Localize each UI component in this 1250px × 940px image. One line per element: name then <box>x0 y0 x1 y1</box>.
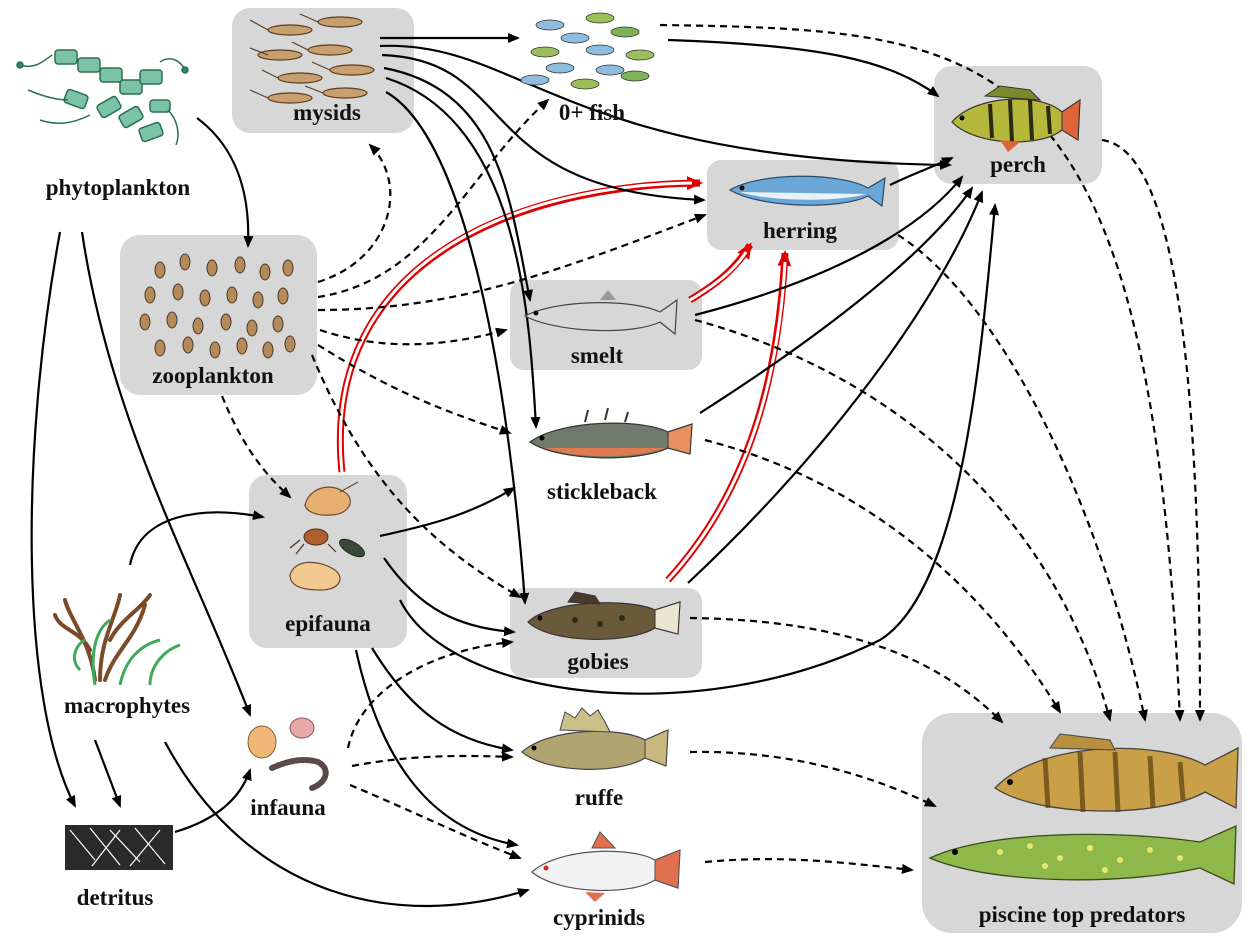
cyprinid-icon <box>531 831 681 902</box>
arrow-phyto-zoo <box>196 117 254 248</box>
arrow-macrophytes-detritus <box>93 739 122 808</box>
label-zooplankton: zooplankton <box>152 363 274 388</box>
perch-icon <box>951 85 1081 152</box>
arrow-infauna-ruffe <box>351 751 514 768</box>
arrow-gobies-perch <box>687 190 984 584</box>
arrow-zoo-stickleback <box>317 344 512 435</box>
label-perch: perch <box>990 152 1046 177</box>
arrow-mysids-smelt <box>383 66 533 302</box>
label-0fish: 0+ fish <box>559 100 625 125</box>
arrow-epifauna-stickleback <box>379 486 516 538</box>
detritus-icon <box>65 825 173 870</box>
arrow-0fish-perch <box>667 38 940 98</box>
smelt-icon <box>523 290 678 336</box>
goby-icon <box>527 591 681 640</box>
arrow-herring-predators <box>897 234 1148 722</box>
zooplankton-icon <box>139 253 296 359</box>
arrow-macrophytes-epifauna <box>128 510 265 566</box>
arrow-herring-perch <box>889 156 954 186</box>
arrow-zoo-herring <box>317 213 707 312</box>
ruffe-icon <box>521 707 669 770</box>
label-predators: piscine top predators <box>979 902 1186 927</box>
arrow-zoo-gobies <box>310 354 522 598</box>
label-detritus: detritus <box>77 885 154 910</box>
arrow-zoo-epifauna <box>220 395 292 499</box>
label-infauna: infauna <box>250 795 326 820</box>
arrow-epifauna-perch <box>399 203 1000 695</box>
solid-arrows <box>30 33 1000 908</box>
snail-icon <box>289 481 365 591</box>
stickleback-icon <box>528 407 693 459</box>
seaweed-icon <box>53 593 181 686</box>
label-herring: herring <box>763 218 838 243</box>
label-gobies: gobies <box>567 649 628 674</box>
arrow-stickleback-perch <box>699 186 974 414</box>
pike-zander-icon <box>928 733 1239 886</box>
arrow-epifauna-gobies <box>383 557 516 637</box>
label-stickleback: stickleback <box>547 479 657 504</box>
arrow-zoo-smelt <box>319 327 508 346</box>
herring-icon <box>728 175 886 208</box>
arrow-stickleback-predators <box>704 438 1062 714</box>
label-smelt: smelt <box>571 343 624 368</box>
arrow-zoo-0fish <box>317 98 550 299</box>
highlight-arrows <box>336 176 792 583</box>
arrow-infauna-gobies <box>346 637 514 749</box>
arrow-smelt-perch <box>694 175 964 317</box>
arrow-detritus-infauna <box>174 768 252 834</box>
arrow-phyto-infauna <box>80 231 252 717</box>
epifauna-box <box>249 475 407 648</box>
arrow-infauna-cyprinids <box>349 783 522 860</box>
arrow-gobies-predators <box>689 616 1004 724</box>
arrow-phyto-detritus <box>30 231 76 808</box>
juvenile-fish-icon <box>520 12 655 90</box>
arrow-smelt-predators <box>694 318 1113 722</box>
label-phytoplankton: phytoplankton <box>46 175 191 200</box>
arrow-macrophytes-cyprinids <box>164 741 530 908</box>
label-ruffe: ruffe <box>575 785 624 810</box>
mysid-icon <box>249 13 375 104</box>
arrow-zoo-mysids <box>317 143 392 284</box>
arrow-perch-predators <box>1101 138 1205 722</box>
arrow-smelt-herring <box>688 242 754 304</box>
arrow-ruffe-predators <box>689 750 937 807</box>
arrow-epifauna-cyprinids <box>354 649 519 849</box>
arrow-mysids-perch <box>379 44 952 170</box>
arrow-mysids-herring <box>381 53 706 205</box>
label-cyprinids: cyprinids <box>553 905 645 930</box>
clam-icon <box>247 717 329 791</box>
label-mysids: mysids <box>293 100 361 125</box>
label-epifauna: epifauna <box>285 611 371 636</box>
arrow-epifauna-ruffe <box>371 647 514 754</box>
label-macrophytes: macrophytes <box>64 693 190 718</box>
arrow-mysids-gobies <box>385 91 530 605</box>
phytoplankton-icon <box>16 49 189 146</box>
arrow-cyprinids-predators <box>704 858 914 874</box>
arrow-mysids-stickleback <box>385 76 541 429</box>
